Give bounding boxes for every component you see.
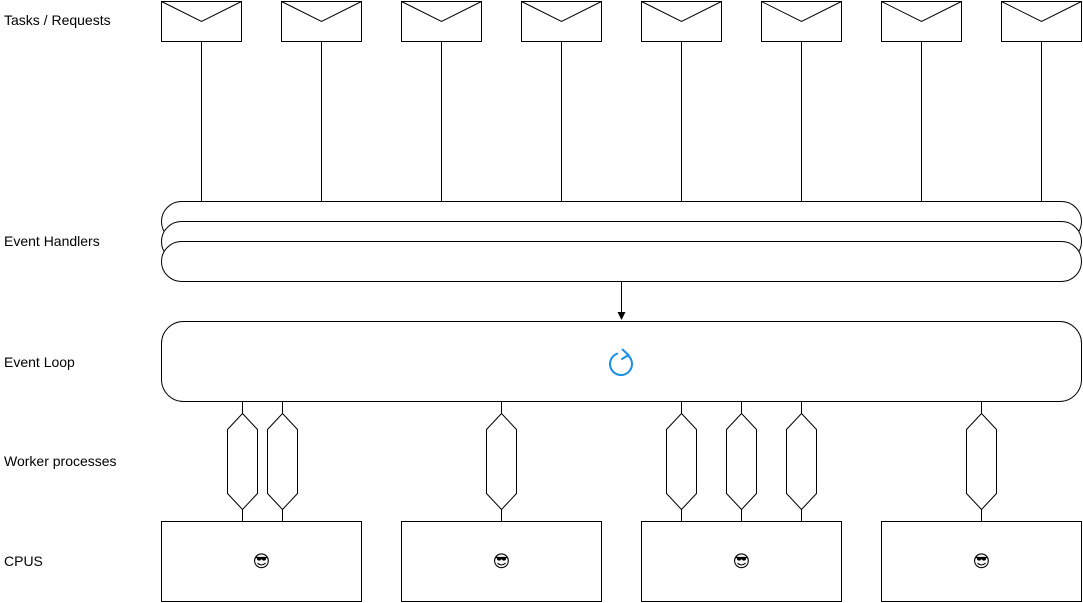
envelope-icon <box>281 1 362 42</box>
cpu-emoji-icon: 😎 <box>733 552 751 572</box>
worker-process <box>227 401 258 522</box>
envelope-icon <box>521 1 602 42</box>
worker-process <box>486 401 517 522</box>
envelope-icon <box>641 1 722 42</box>
envelope-icon <box>881 1 962 42</box>
event-handler-bar-3 <box>161 241 1082 282</box>
cpu-boxes: 😎 😎 😎 😎 <box>161 521 1082 602</box>
worker-process <box>267 401 298 522</box>
worker-processes <box>227 401 997 522</box>
event-handlers-stack <box>161 201 1082 282</box>
event-loop-box <box>161 321 1082 402</box>
cpu-emoji-icon: 😎 <box>493 552 511 572</box>
worker-process <box>966 401 997 522</box>
cpu-box: 😎 <box>641 521 842 602</box>
label-event-handlers: Event Handlers <box>4 233 100 249</box>
cpu-box: 😎 <box>401 521 602 602</box>
cpu-box: 😎 <box>881 521 1082 602</box>
refresh-icon <box>609 348 633 376</box>
task-connectors <box>201 41 1042 202</box>
label-worker-processes: Worker processes <box>4 453 117 469</box>
label-tasks-requests: Tasks / Requests <box>4 12 111 28</box>
worker-process <box>786 401 817 522</box>
label-event-loop: Event Loop <box>4 354 75 370</box>
cpu-emoji-icon: 😎 <box>973 552 991 572</box>
task-envelopes <box>161 1 1082 42</box>
envelope-icon <box>161 1 242 42</box>
cpu-box: 😎 <box>161 521 362 602</box>
cpu-emoji-icon: 😎 <box>253 552 271 572</box>
envelope-icon <box>401 1 482 42</box>
worker-process <box>666 401 697 522</box>
label-cpus: CPUS <box>4 553 43 569</box>
worker-process <box>726 401 757 522</box>
envelope-icon <box>1001 1 1082 42</box>
envelope-icon <box>761 1 842 42</box>
